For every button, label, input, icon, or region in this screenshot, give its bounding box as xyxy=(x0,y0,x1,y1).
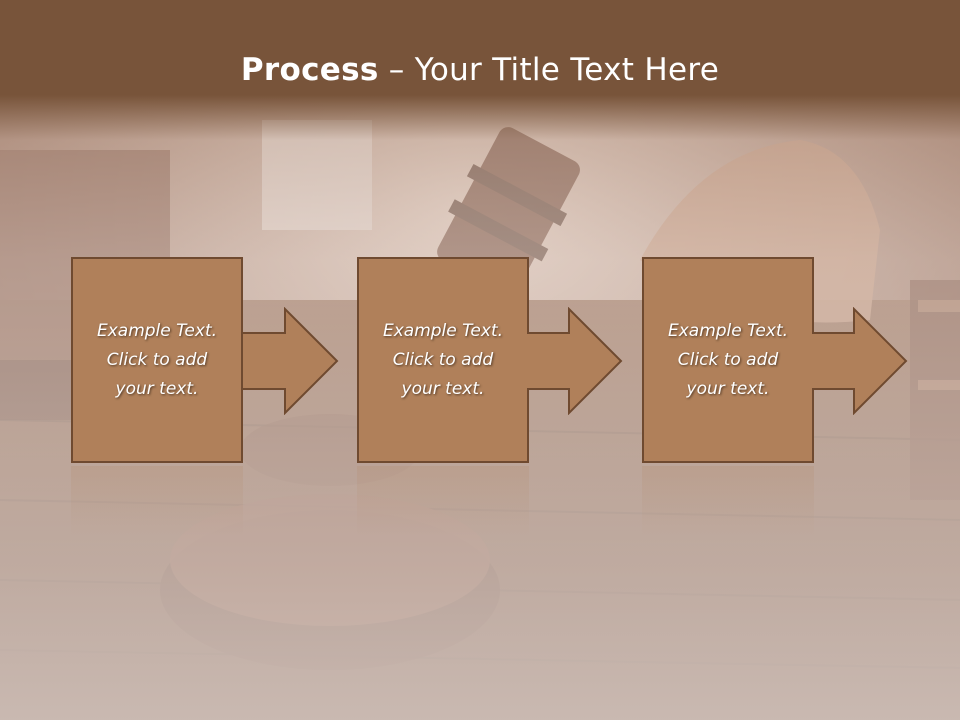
step-box-1[interactable]: Example Text. Click to add your text. xyxy=(71,257,243,463)
title-bold: Process xyxy=(240,52,379,88)
title-rest: – Your Title Text Here xyxy=(378,52,720,88)
step-reflection xyxy=(357,466,529,536)
step-reflection xyxy=(71,466,243,536)
arrow-right-icon xyxy=(527,307,623,415)
slide-title[interactable]: Process – Your Title Text Here xyxy=(0,52,960,88)
step-text-2[interactable]: Example Text. Click to add your text. xyxy=(382,320,504,399)
step-text-3[interactable]: Example Text. Click to add your text. xyxy=(667,320,789,399)
title-bar: Process – Your Title Text Here xyxy=(0,0,960,150)
step-reflection xyxy=(642,466,814,536)
step-box-2[interactable]: Example Text. Click to add your text. xyxy=(357,257,529,463)
arrow-right-icon xyxy=(812,307,908,415)
arrow-right-icon xyxy=(243,307,339,415)
step-text-1[interactable]: Example Text. Click to add your text. xyxy=(96,320,218,399)
step-box-3[interactable]: Example Text. Click to add your text. xyxy=(642,257,814,463)
